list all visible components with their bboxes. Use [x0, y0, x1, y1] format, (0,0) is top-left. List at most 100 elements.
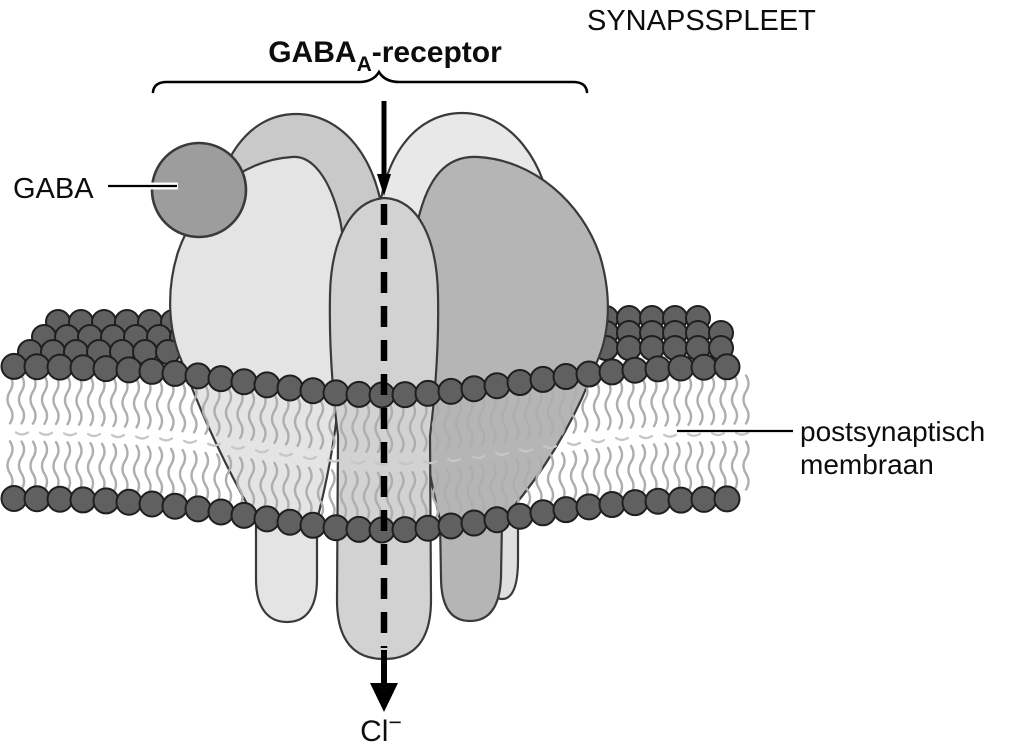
lipid-tail: [558, 451, 566, 503]
lipid-tail: [742, 440, 750, 491]
receptor-label: GABAA-receptor: [268, 36, 502, 76]
lipid-tail: [144, 378, 152, 430]
lipid-tail: [144, 445, 152, 496]
lipid-tail: [512, 390, 520, 442]
lipid-head: [0, 352, 28, 380]
lipid-tail: [569, 450, 578, 501]
lipid-head: [276, 374, 304, 402]
lipid-tail: [466, 465, 474, 516]
lipid-tail: [6, 374, 14, 425]
membrane-bottom-head-row: [0, 484, 741, 544]
lipid-tail: [201, 451, 210, 503]
lipid-tail: [305, 466, 313, 517]
lipid-tail: [167, 447, 175, 498]
lipid-head: [230, 368, 258, 396]
lipid-tail: [535, 455, 543, 506]
lipid-tail: [408, 471, 417, 522]
lipid-tail: [408, 402, 417, 453]
lipid-tail: [63, 375, 72, 426]
lipid-head: [161, 359, 189, 387]
lipid-head: [184, 495, 212, 523]
lipid-tail: [730, 374, 739, 425]
midline-dash: [446, 457, 462, 463]
lipid-head: [414, 379, 442, 407]
lipid-tail: [707, 374, 716, 426]
lipid-tail: [604, 446, 612, 498]
lipid-head: [621, 356, 649, 384]
lipid-tail: [86, 375, 95, 427]
lipid-tail: [374, 471, 382, 523]
midline-dash: [662, 433, 678, 438]
lipid-tail: [282, 463, 290, 514]
lipid-tail: [696, 375, 704, 426]
lipid-head: [506, 502, 534, 530]
lipid-tail: [523, 456, 532, 508]
lipid-tail: [270, 461, 279, 513]
lipid-tail: [305, 398, 313, 449]
membrane-label-line1: postsynaptisch: [800, 416, 985, 447]
chloride-arrowhead-icon: [370, 683, 398, 712]
synaptic-cleft-label: SYNAPSSPLEET: [587, 5, 816, 37]
lipid-tail: [489, 394, 497, 445]
midline-dash: [638, 434, 654, 440]
lipid-head: [184, 362, 212, 390]
lipid-head: [0, 484, 28, 512]
lipid-head: [690, 485, 718, 513]
lipid-tail: [477, 463, 486, 515]
midline-dash: [110, 433, 126, 439]
lipid-tail: [627, 378, 635, 429]
lipid-tail: [75, 441, 83, 492]
lipid-tail: [132, 444, 141, 495]
lipid-head: [414, 514, 442, 542]
midline-dash: [14, 431, 30, 436]
lipid-head: [161, 492, 189, 520]
lipid-head: [621, 489, 649, 517]
lipid-tail: [155, 446, 164, 497]
lipid-tail: [52, 440, 60, 492]
lipid-head: [713, 485, 741, 513]
lipid-tail: [339, 470, 348, 521]
lipid-head: [322, 379, 350, 407]
midline-dash: [566, 441, 582, 446]
lipid-head: [437, 512, 465, 540]
membrane-label-line2: membraan: [800, 449, 934, 480]
lipid-tail: [259, 392, 267, 443]
lipid-tail: [17, 374, 26, 425]
lipid-tail: [190, 450, 198, 501]
lipid-tail: [98, 442, 106, 493]
lipid-tail: [328, 469, 336, 520]
lipid-tail: [420, 401, 428, 452]
lipid-tail: [247, 390, 256, 441]
lipid-head: [69, 354, 97, 382]
lipid-tails-upper: [6, 374, 750, 454]
lipid-tail: [500, 460, 509, 511]
lipid-head: [690, 353, 718, 381]
lipid-tail: [17, 440, 26, 491]
receptor-label-prefix: GABA: [268, 36, 356, 69]
chloride-label-prefix: Cl: [360, 715, 388, 746]
lipid-tail: [523, 389, 532, 440]
lipid-tail: [109, 376, 118, 428]
lipid-head: [483, 506, 511, 534]
chloride-flow-axis: [370, 101, 398, 712]
lipid-tail: [569, 383, 578, 434]
lipid-tail: [477, 395, 486, 446]
lipid-tail: [638, 443, 647, 495]
lipid-tail: [558, 384, 566, 436]
lipid-tail: [615, 379, 624, 430]
axis-arrowhead-small-icon: [377, 174, 391, 196]
lipid-head: [138, 357, 166, 385]
lipid-tail: [546, 453, 555, 504]
midline-dash: [302, 455, 318, 461]
lipid-tail: [397, 471, 405, 522]
lipid-tail: [604, 380, 612, 431]
lipid-head: [483, 372, 511, 400]
lipid-tail: [650, 376, 658, 428]
lipid-head: [529, 499, 557, 527]
lipid-tail: [316, 467, 325, 519]
midline-dash: [470, 455, 486, 460]
midline-dash: [686, 432, 702, 437]
lipid-tail: [213, 453, 221, 504]
lipid-tail: [431, 400, 440, 452]
